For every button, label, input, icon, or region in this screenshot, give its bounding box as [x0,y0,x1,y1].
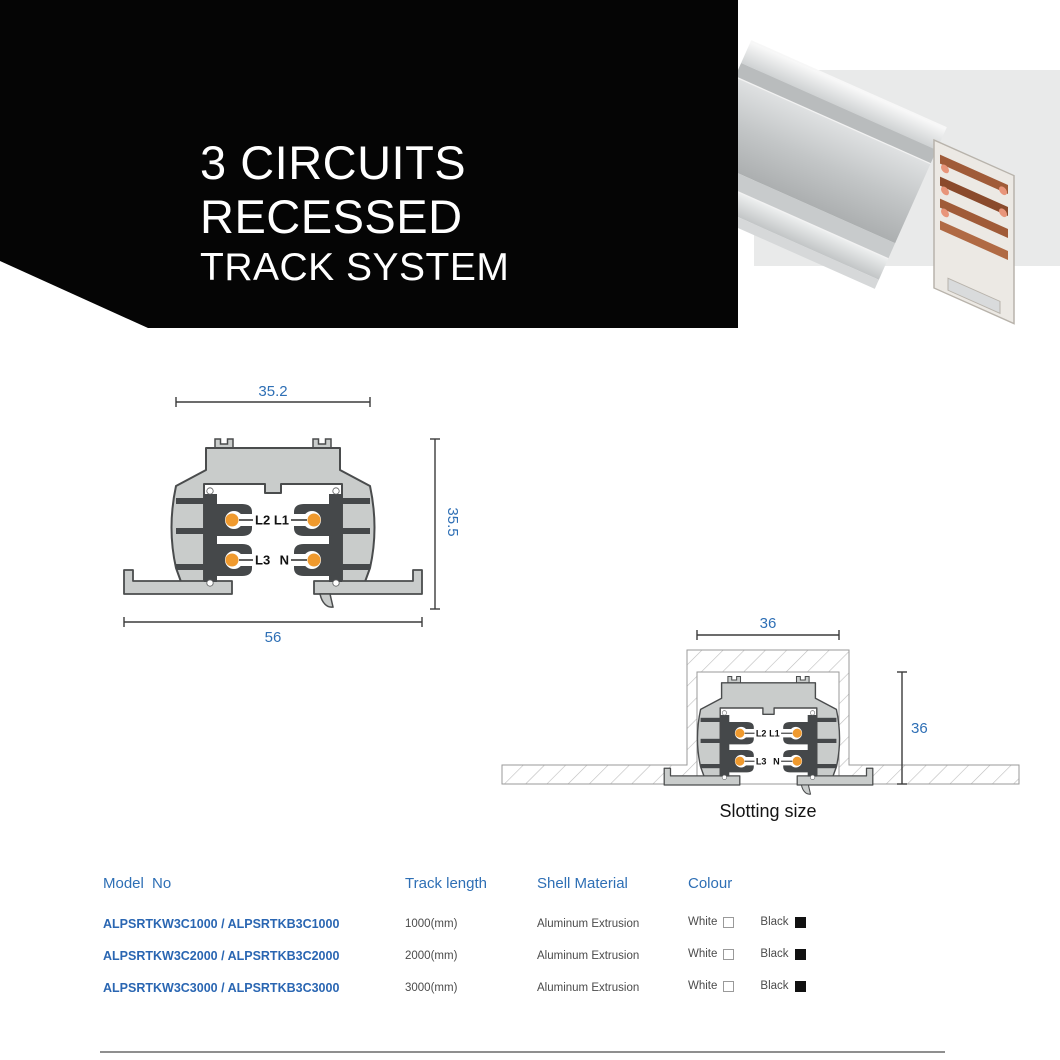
row1-material: Aluminum Extrusion [537,918,640,930]
header-colour: Colour [688,875,733,892]
product-photo-track-extrusion [738,40,1060,325]
row1-white-checkbox [723,916,735,928]
row3-white-label: White [688,980,718,992]
row3-material: Aluminum Extrusion [537,982,640,994]
extrusion-body [738,40,947,289]
row3-model: ALPSRTKW3C3000 / ALPSRTKB3C3000 [103,981,340,995]
extrusion-end-face [933,138,1015,325]
diagram-caption: Slotting size [719,801,816,821]
header-model-no: No [152,875,172,892]
dim-height-value: 35.5 [444,507,461,536]
row3-black-checkbox [794,980,806,992]
recessed-installation-diagram: 36 36 Slotting size [501,615,1020,821]
title-line-3: TRACK SYSTEM [200,246,510,289]
header-track-length: Track length [405,875,487,892]
title-text-block: 3 CIRCUITS RECESSED TRACK SYSTEM [200,136,509,292]
dim-overall-width-value: 56 [265,629,282,646]
dim-slot-width-value: 36 [760,615,777,632]
dim-top-width-value: 35.2 [258,383,287,400]
dim-height: 35.5 [430,438,461,610]
header-shell-material: Shell Material [537,875,628,892]
cross-section-diagram: 35.2 35.5 56 [123,383,461,646]
row2-colour: White Black [688,948,806,960]
header-model: Model [103,875,144,892]
row3-white-checkbox [723,980,735,992]
row1-model: ALPSRTKW3C1000 / ALPSRTKB3C1000 [103,917,340,931]
row1-length: 1000(mm) [405,918,458,930]
row1-black-label: Black [760,916,789,928]
row2-white-checkbox [723,948,735,960]
dim-slot-depth: 36 [897,671,928,785]
footer-rule [100,1051,945,1053]
row2-black-label: Black [760,948,789,960]
title-banner: 3 CIRCUITS RECESSED TRACK SYSTEM [0,0,738,328]
row3-colour: White Black [688,980,806,992]
dim-top-width: 35.2 [175,383,371,407]
row2-material: Aluminum Extrusion [537,950,640,962]
title-line-2: RECESSED [200,190,463,243]
dim-slot-depth-value: 36 [911,720,928,737]
row3-length: 3000(mm) [405,982,458,994]
row2-length: 2000(mm) [405,950,458,962]
row2-white-label: White [688,948,718,960]
row1-colour: White Black [688,916,806,928]
row2-black-checkbox [794,948,806,960]
dim-slot-width: 36 [696,615,840,640]
dim-overall-width: 56 [123,617,423,646]
row1-black-checkbox [794,916,806,928]
row1-white-label: White [688,916,718,928]
row3-black-label: Black [760,980,789,992]
title-line-1: 3 CIRCUITS [200,136,467,189]
row2-model: ALPSRTKW3C2000 / ALPSRTKB3C2000 [103,949,340,963]
